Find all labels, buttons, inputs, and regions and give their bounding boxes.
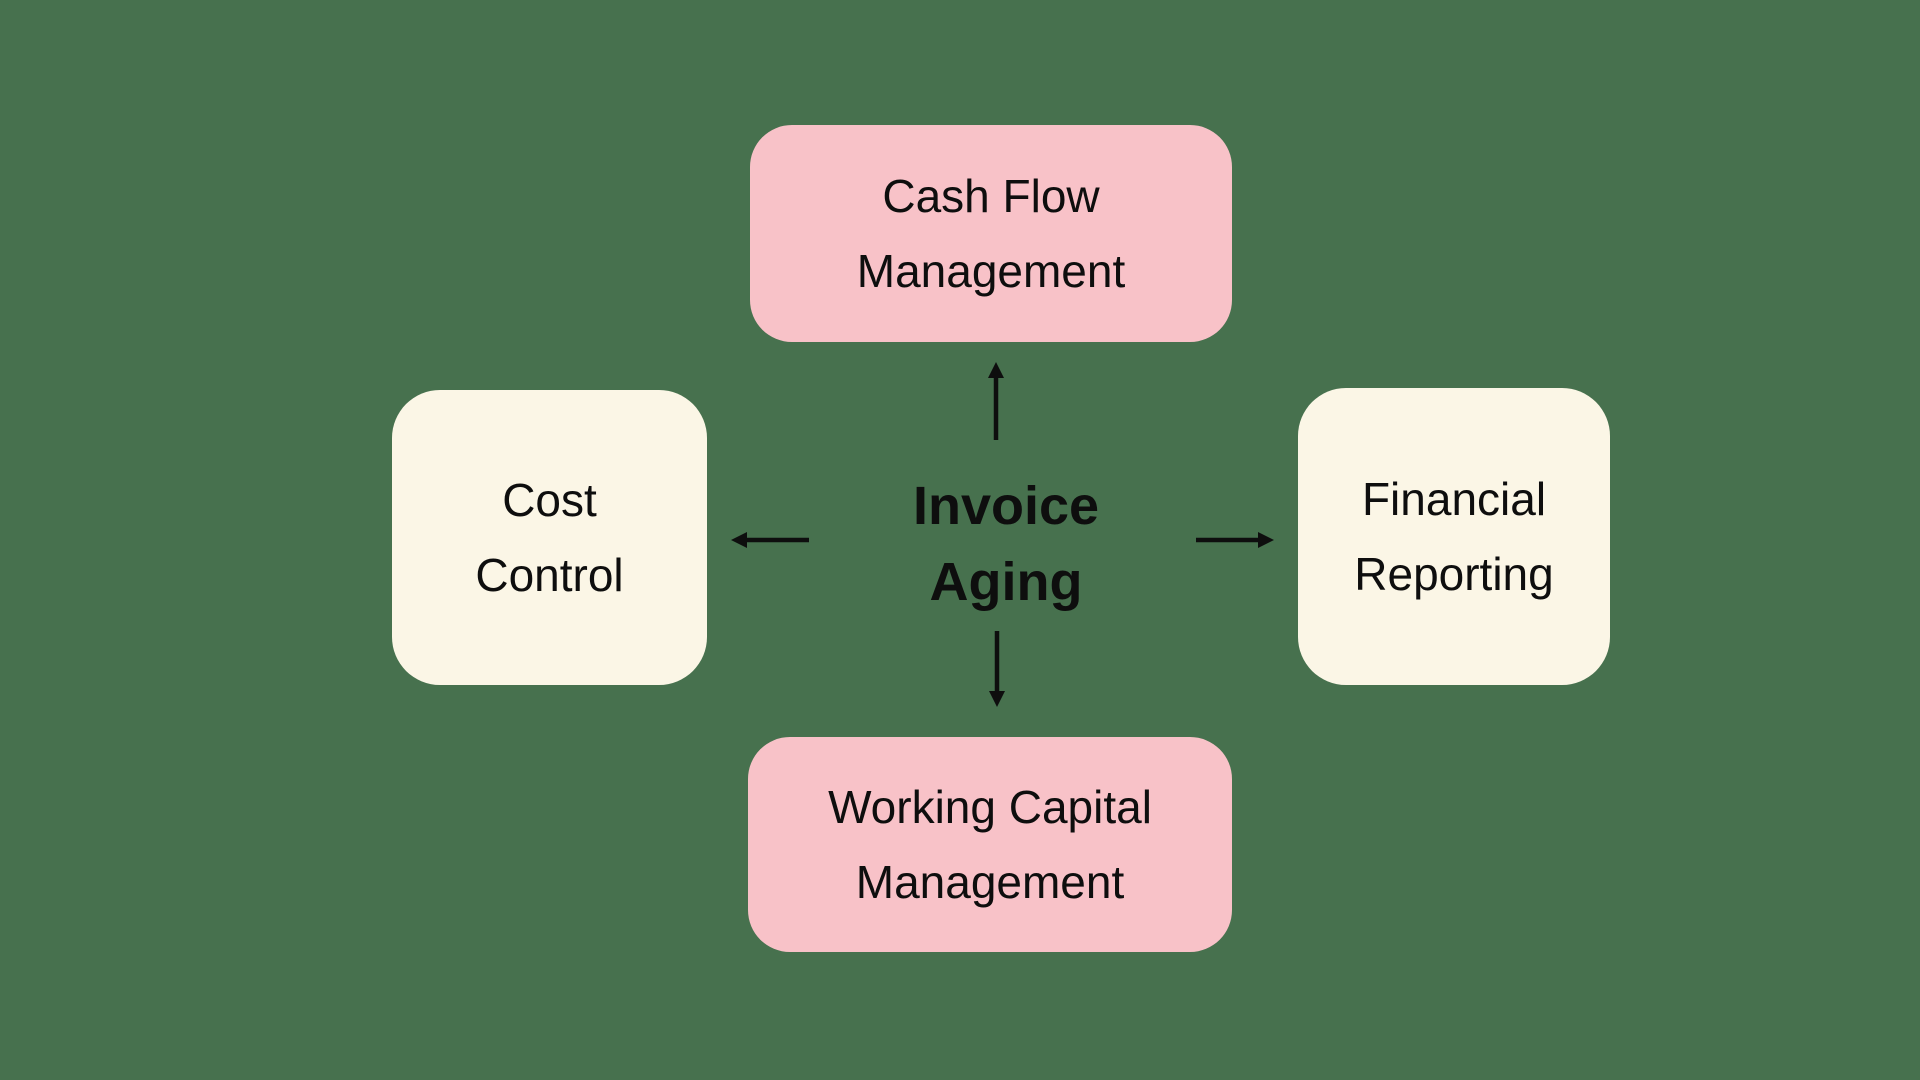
node-label-line: Cash Flow (882, 169, 1100, 222)
center-label-line: Aging (929, 552, 1083, 612)
node-financial-reporting: Financial Reporting (1298, 388, 1610, 685)
center-label-invoice-aging: Invoice Aging (881, 468, 1131, 620)
center-label-line: Invoice (912, 476, 1100, 536)
node-label-line: Reporting (1354, 547, 1554, 600)
node-label-line: Management (855, 855, 1125, 908)
node-cash-flow-management: Cash Flow Management (750, 125, 1232, 342)
arrow-down-icon (989, 631, 1005, 707)
node-working-capital-management: Working Capital Management (748, 737, 1232, 952)
node-label-line: Financial (1361, 472, 1547, 525)
arrow-right-icon (1196, 532, 1274, 548)
arrow-left-icon (731, 532, 809, 548)
node-label-line: Working Capital (828, 780, 1152, 833)
arrow-up-icon (988, 362, 1004, 440)
node-cost-control: Cost Control (392, 390, 707, 685)
node-label-line: Management (856, 244, 1126, 297)
node-label-line: Control (475, 548, 624, 601)
node-label-line: Cost (502, 473, 597, 526)
